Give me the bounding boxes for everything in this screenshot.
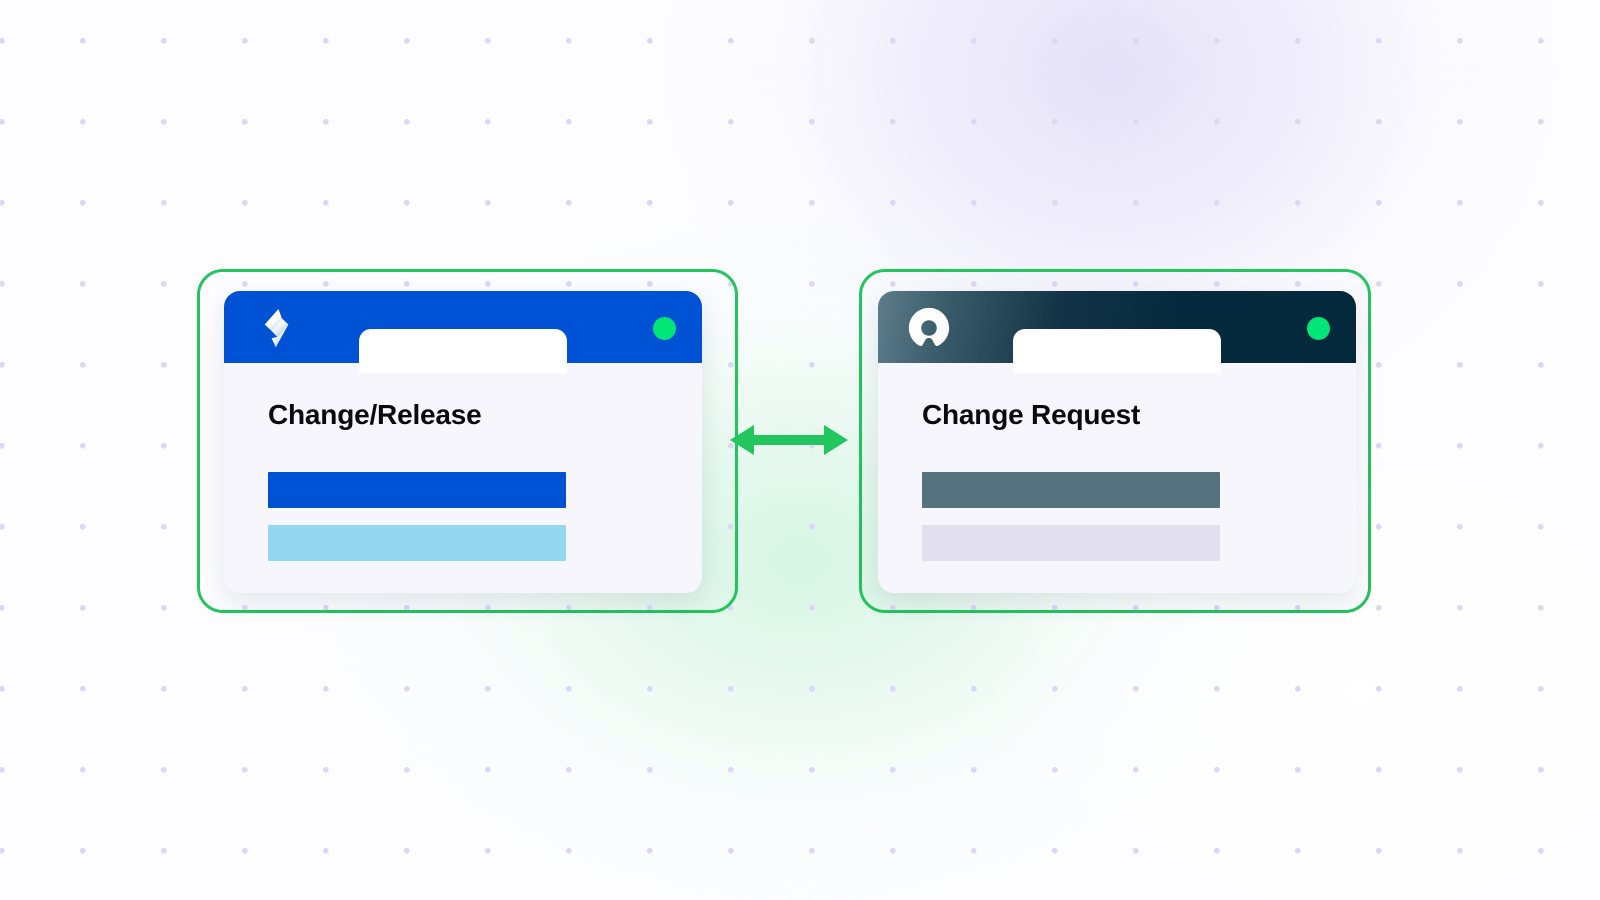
node-itsm-change-request[interactable]: Change Request — [859, 269, 1371, 613]
window-titlebar-itsm — [878, 291, 1356, 373]
page-title-change-request: Change Request — [922, 399, 1141, 430]
status-badge-online — [1307, 317, 1330, 340]
node-jira-service-management[interactable]: Change/Release — [197, 269, 738, 613]
window-titlebar-jira — [224, 291, 702, 373]
status-badge-online — [653, 317, 676, 340]
app-window-itsm[interactable]: Change Request — [878, 291, 1356, 593]
window-body-jira: Change/Release — [224, 363, 702, 593]
page-title-change-release: Change/Release — [268, 399, 482, 430]
app-window-jira[interactable]: Change/Release — [224, 291, 702, 593]
window-body-itsm: Change Request — [878, 363, 1356, 593]
ivanti-ring-logo-icon — [906, 305, 952, 351]
jira-service-management-logo-icon — [252, 305, 298, 351]
field-bar-secondary-itsm — [922, 525, 1220, 562]
field-bar-primary-jira — [268, 472, 566, 509]
window-tab-notch[interactable] — [1013, 329, 1221, 373]
bidirectional-arrow-icon — [728, 416, 850, 464]
field-bar-primary-itsm — [922, 472, 1220, 509]
window-tab-notch[interactable] — [359, 329, 567, 373]
field-bar-secondary-jira — [268, 525, 566, 562]
